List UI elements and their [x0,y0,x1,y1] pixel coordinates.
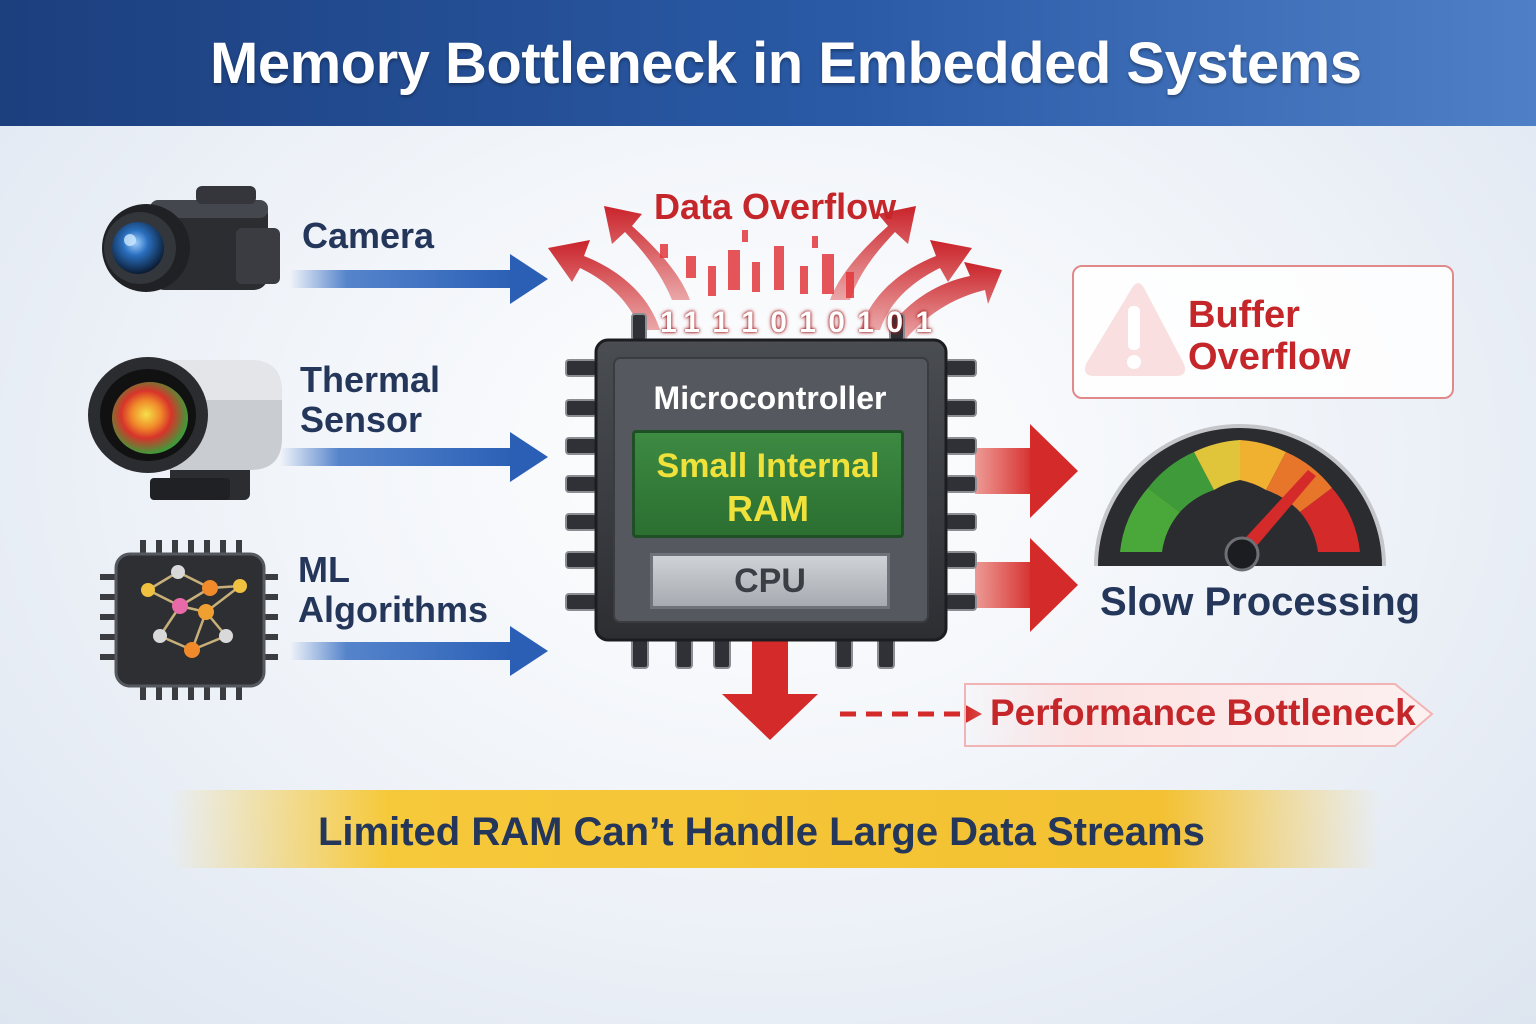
slow-processing-label: Slow Processing [1100,580,1421,624]
data-overflow-label: Data Overflow [654,186,897,227]
bottleneck-down-arrow [722,640,818,740]
overflow-bits: 1 1 1 1 0 1 0 1 0 1 [660,306,935,339]
ml-algorithms-label: ML Algorithms [298,550,488,630]
footer-banner-text: Limited RAM Can’t Handle Large Data Stre… [318,810,1205,854]
output-arrow-gauge-2 [975,538,1078,632]
input-arrow-ml [290,626,548,676]
video-camera-icon [102,186,280,292]
header-bar: Memory Bottleneck in Embedded Systems [0,0,1536,126]
buffer-label-line1: Buffer [1188,294,1300,336]
ml-label-line1: ML [298,549,350,590]
microcontroller-label: Microcontroller [653,380,887,416]
output-arrow-gauge-1 [975,424,1078,518]
thermal-camera-icon [88,357,282,500]
bottleneck-dashed-arrow [840,704,982,724]
bottleneck-label-bg [964,683,1434,747]
footer-banner [170,790,1380,868]
data-glitch-blocks [660,230,854,298]
cpu-block: CPU [650,553,890,609]
buffer-overflow-box [1072,265,1454,399]
ml-label-line2: Algorithms [298,589,489,630]
ram-label-line2: RAM [727,488,809,529]
camera-label: Camera [302,215,435,256]
chip-pins [565,313,977,669]
buffer-label-line2: Overflow [1188,336,1351,378]
internal-ram-block: Small Internal RAM [632,430,904,538]
page-title: Memory Bottleneck in Embedded Systems [210,31,1362,96]
thermal-sensor-label: Thermal Sensor [300,360,440,440]
input-arrow-camera [290,254,548,304]
neural-chip-icon [100,540,278,700]
performance-bottleneck-label: Performance Bottleneck [990,692,1416,733]
thermal-label-line1: Thermal [300,359,441,400]
buffer-overflow-label: Buffer Overflow [1188,294,1351,378]
ram-label-line1: Small Internal [656,447,880,485]
thermal-label-line2: Sensor [300,399,423,440]
speedometer-icon [1094,424,1386,572]
input-arrow-thermal [280,432,548,482]
